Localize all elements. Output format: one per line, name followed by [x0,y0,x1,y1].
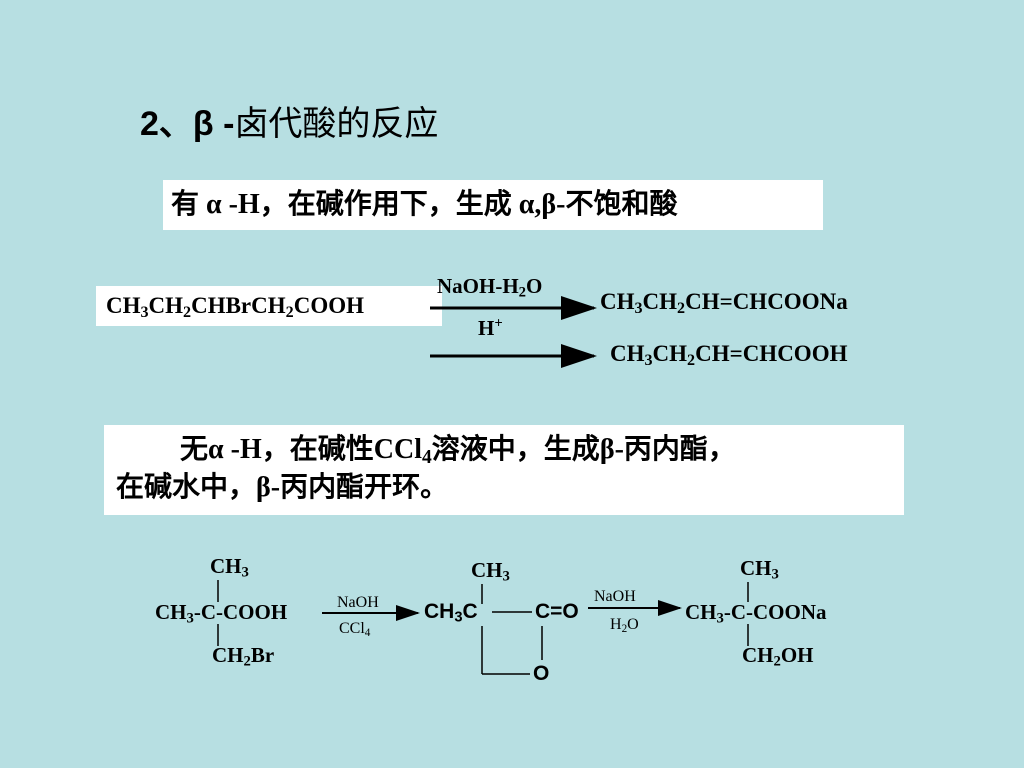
beta-symbol: β [599,434,615,465]
reaction1-reagent-top: NaOH-H2O [437,274,543,301]
arrow1-reagent-top: NaOH [337,594,379,611]
reaction1-product-salt: CH3CH2CH=CHCOONa [600,289,848,318]
lactone-left-carbon: CH3C [424,600,478,626]
note-box-no-alpha-h: 无α -H，在碱性CCl4溶液中，生成β-丙内酯， 在碱水中，β-丙内酯开环。 [104,425,904,515]
alpha-symbol: α [206,189,222,220]
reaction1-product-acid: CH3CH2CH=CHCOOH [610,341,848,370]
alpha-beta-symbol: α,β [518,189,557,220]
reactant2-top-methyl: CH3 [210,554,249,581]
beta-symbol-2: β [256,472,271,503]
reactant2-bottom-ch2br: CH2Br [212,643,275,670]
reactant2-main-chain: CH3-C-COOH [155,600,288,627]
note-box-alpha-h: 有 α -H，在碱作用下，生成 α,β-不饱和酸 [163,180,823,230]
note1-text-1: 有 [171,189,207,220]
note2-line-1: 无α -H，在碱性CCl4溶液中，生成β-丙内酯， [180,434,736,468]
arrow2-reagent-top: NaOH [594,588,636,605]
title-number: 2、β - [140,105,235,143]
title-text: 卤代酸的反应 [234,105,439,143]
arrow2-reagent-bottom: H2O [610,616,639,635]
reaction1-reagent-bottom: H+ [478,315,503,340]
lactone-top-methyl: CH3 [471,558,510,585]
note2-line-2: 在碱水中，β-丙内酯开环。 [116,472,449,503]
product2-top-methyl: CH3 [740,556,779,583]
lactone-carbonyl: C=O [535,600,579,623]
arrow1-reagent-bottom: CCl4 [339,620,371,639]
page-title: 2、β -卤代酸的反应 [140,96,438,145]
note1-text-3: -不饱和酸 [556,189,678,220]
product2-bottom-ch2oh: CH2OH [742,643,814,670]
alpha-symbol-2: α [208,434,224,465]
lactone-ring-oxygen: O [533,662,550,685]
reaction1-reactant: CH3CH2CHBrCH2COOH [96,286,442,326]
product2-main-chain: CH3-C-COONa [685,600,827,627]
note1-text-2: -H，在碱作用下，生成 [221,189,519,220]
